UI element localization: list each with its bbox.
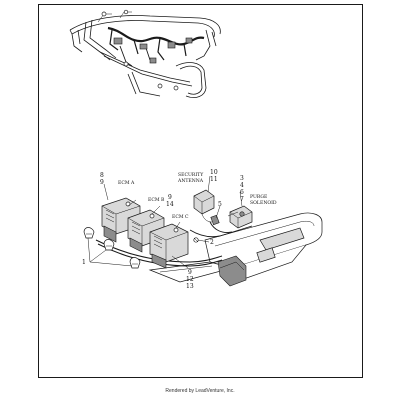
callout-14: 14 [166, 201, 174, 208]
callout-5: 5 [218, 201, 222, 208]
callout-7: 7 [240, 196, 244, 203]
part-labels: ECM A ECM B ECM C SECURITY ANTENNA PURGE… [118, 172, 277, 220]
callout-6: 6 [240, 189, 244, 196]
callout-numbers: 8 9 9 14 10 11 3 4 6 7 5 2 9 12 13 1 [82, 169, 244, 290]
callout-11: 11 [210, 176, 218, 183]
label-ecm-b: ECM B [148, 197, 165, 203]
callout-10: 10 [210, 169, 218, 176]
label-purge-line1: PURGE [250, 194, 267, 200]
footer-credit: Rendered by LeadVenture, Inc. [165, 388, 235, 394]
frame-overview-illustration [69, 9, 221, 98]
label-purge-line2: SOLENOID [250, 200, 277, 206]
fastener-2 [193, 237, 199, 243]
callout-3: 3 [240, 175, 244, 182]
harness-clip-lower [129, 257, 141, 269]
callout-1: 1 [82, 259, 86, 266]
callout-9-ecm-a: 9 [100, 179, 104, 186]
label-security-line1: SECURITY [178, 172, 204, 178]
security-antenna [193, 189, 215, 223]
callout-12: 12 [186, 276, 194, 283]
ecm-c-module [149, 223, 189, 269]
connector-5 [210, 214, 220, 226]
purge-solenoid [229, 205, 253, 229]
callout-8: 8 [100, 172, 104, 179]
callout-2: 2 [210, 239, 214, 246]
callout-9-ecm-b: 9 [168, 194, 172, 201]
label-security-line2: ANTENNA [177, 178, 204, 184]
harness-tube [95, 221, 253, 267]
callout-13: 13 [186, 283, 194, 290]
harness-clip-center [103, 239, 115, 251]
callout-4: 4 [240, 182, 244, 189]
leader-lines [87, 175, 243, 269]
frame-crossmember [148, 212, 323, 287]
label-ecm-c: ECM C [172, 214, 189, 220]
harness-clip-left [83, 227, 95, 239]
page-frame [38, 4, 363, 378]
label-ecm-a: ECM A [118, 180, 135, 186]
callout-9-ecm-c: 9 [188, 269, 192, 276]
